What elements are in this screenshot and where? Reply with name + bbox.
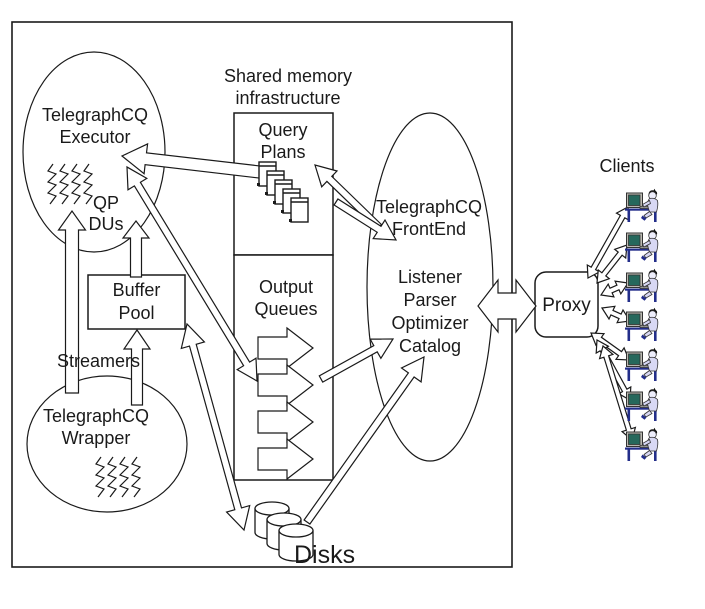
squiggle-icon	[70, 163, 82, 205]
queue-arrow-icon	[257, 437, 314, 481]
client-icon	[624, 427, 659, 462]
arrow-disks-frontend	[303, 355, 425, 525]
squiggle-icon	[94, 456, 106, 498]
queue-arrow-icon	[257, 363, 314, 407]
client-icon	[624, 228, 659, 263]
squiggle-icon	[82, 163, 94, 205]
arrow-wrapper-buffer-pool	[122, 328, 152, 406]
client-icon	[624, 307, 659, 342]
arrow-proxy-client-4	[600, 305, 632, 324]
client-icon	[624, 268, 659, 303]
squiggle-icon	[130, 456, 142, 498]
arrow-proxy-client-3	[599, 280, 630, 298]
client-icon	[624, 347, 659, 382]
squiggle-icon	[106, 456, 118, 498]
executor-ellipse	[22, 51, 166, 253]
wrapper-squiggles-icon	[94, 456, 142, 498]
executor-squiggles-icon	[46, 163, 94, 205]
query-plan-doc-icon	[290, 197, 309, 223]
query-plan-doc-corner	[265, 192, 268, 195]
arrow-wrapper-executor	[57, 209, 87, 394]
output-queue-arrows-icon	[257, 326, 314, 481]
arrow-buffer-pool-disks	[180, 322, 251, 532]
clients-group	[624, 188, 659, 462]
squiggle-icon	[118, 456, 130, 498]
arrow-query-plans-executor	[120, 142, 270, 180]
query-plan-stack-icon	[257, 161, 309, 223]
query-plan-doc-corner	[289, 219, 292, 222]
arrow-buffer-pool-executor	[121, 220, 151, 278]
query-plan-doc-corner	[273, 201, 276, 204]
arrow-output-queues-frontend	[318, 338, 395, 383]
buffer-pool-box	[87, 274, 186, 330]
wrapper-ellipse	[26, 375, 188, 513]
query-plan-doc-corner	[257, 183, 260, 186]
queue-arrow-icon	[257, 400, 314, 444]
queue-arrow-icon	[257, 326, 314, 370]
arrow-query-plans-frontend	[333, 198, 398, 241]
squiggle-icon	[58, 163, 70, 205]
client-icon	[624, 387, 659, 422]
proxy-box	[534, 271, 599, 338]
squiggle-icon	[46, 163, 58, 205]
client-icon	[624, 188, 659, 223]
connection-arrows	[57, 142, 637, 532]
disk-cylinder-body	[278, 530, 314, 562]
disk-stack-icon	[254, 501, 314, 562]
query-plan-doc-corner	[281, 210, 284, 213]
arrow-executor-output-queues	[126, 165, 258, 383]
arrow-frontend-proxy	[477, 278, 537, 334]
disk-cylinder-top	[278, 523, 314, 538]
